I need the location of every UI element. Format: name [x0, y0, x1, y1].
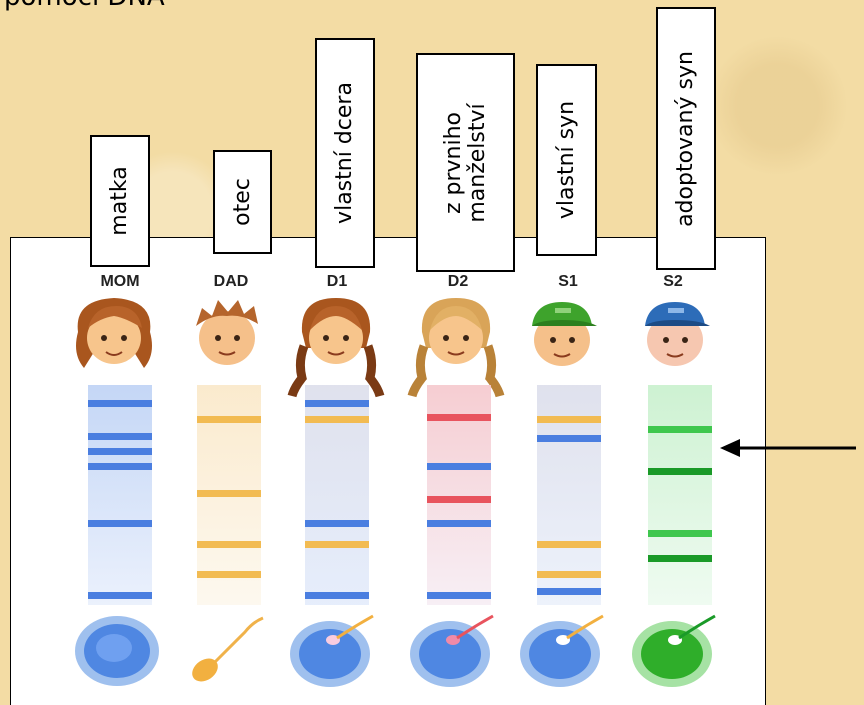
- col-title-dad: DAD: [213, 273, 249, 290]
- dna-band-mom-6: [88, 592, 152, 599]
- dna-lane-s2: [648, 385, 712, 605]
- col-title-d1: D1: [326, 273, 348, 290]
- label-box-d1: vlastní dcera: [315, 38, 375, 268]
- label-matka: matka: [107, 166, 132, 236]
- dna-lane-d2: [427, 385, 491, 605]
- label-adoptovany-syn: adoptovaný syn: [673, 50, 698, 227]
- dad-sperm-cell-icon: [192, 616, 264, 682]
- dna-band-s2-4: [648, 555, 712, 562]
- label-box-s1: vlastní syn: [536, 64, 597, 256]
- dna-band-dad-4: [197, 571, 261, 578]
- col-title-s1: S1: [558, 273, 578, 290]
- label-box-s2: adoptovaný syn: [656, 7, 716, 270]
- top-caption: pomocí DNA: [4, 0, 165, 12]
- dna-band-s2-1: [648, 426, 712, 433]
- arrow-left-icon: [720, 439, 856, 457]
- s2-green-fertilized-egg-icon: [632, 614, 716, 687]
- label-box-dad: otec: [213, 150, 272, 254]
- dna-band-d2-3: [427, 496, 491, 503]
- col-title-s2: S2: [663, 273, 683, 290]
- label-vlastni-dcera: vlastní dcera: [332, 82, 357, 224]
- dna-band-s2-3: [648, 530, 712, 537]
- col-title-d2: D2: [447, 273, 469, 290]
- dna-band-d1-2: [305, 416, 369, 423]
- dna-band-d2-5: [427, 592, 491, 599]
- s1-face-icon: [532, 302, 597, 366]
- label-box-d2: z prvniho manželství: [416, 53, 515, 272]
- dna-band-mom-1: [88, 400, 152, 407]
- label-vlastni-syn: vlastní syn: [553, 100, 579, 220]
- label-z-prvniho-manzelstvi: z prvniho manželství: [440, 102, 490, 223]
- d2-face-icon: [407, 298, 505, 398]
- dna-band-d2-4: [427, 520, 491, 527]
- s1-fertilized-egg-icon: [520, 614, 604, 687]
- dna-band-s1-4: [537, 571, 601, 578]
- s2-face-icon: [645, 302, 710, 366]
- dna-band-mom-5: [88, 520, 152, 527]
- mom-egg-cell-icon: [75, 616, 159, 686]
- dna-band-s1-1: [537, 416, 601, 423]
- d1-fertilized-egg-icon: [290, 614, 374, 687]
- dna-band-mom-3: [88, 448, 152, 455]
- dna-band-d2-2: [427, 463, 491, 470]
- label-box-mom: matka: [90, 135, 150, 267]
- col-title-mom: MOM: [100, 273, 140, 290]
- dna-band-s1-2: [537, 435, 601, 442]
- dna-band-mom-4: [88, 463, 152, 470]
- dad-face-icon: [196, 300, 258, 365]
- label-otec: otec: [229, 178, 255, 226]
- d1-face-icon: [287, 298, 385, 398]
- dna-band-s1-3: [537, 541, 601, 548]
- dna-band-d1-5: [305, 592, 369, 599]
- dna-band-d1-3: [305, 520, 369, 527]
- dna-band-d2-1: [427, 414, 491, 421]
- dna-band-mom-2: [88, 433, 152, 440]
- dna-band-dad-2: [197, 490, 261, 497]
- dna-band-d1-1: [305, 400, 369, 407]
- mom-face-icon: [76, 298, 152, 368]
- dna-band-s1-5: [537, 588, 601, 595]
- dna-band-dad-1: [197, 416, 261, 423]
- dna-band-d1-4: [305, 541, 369, 548]
- dna-band-dad-3: [197, 541, 261, 548]
- d2-fertilized-egg-icon: [410, 614, 494, 687]
- dna-lane-mom: [88, 385, 152, 605]
- dna-band-s2-2: [648, 468, 712, 475]
